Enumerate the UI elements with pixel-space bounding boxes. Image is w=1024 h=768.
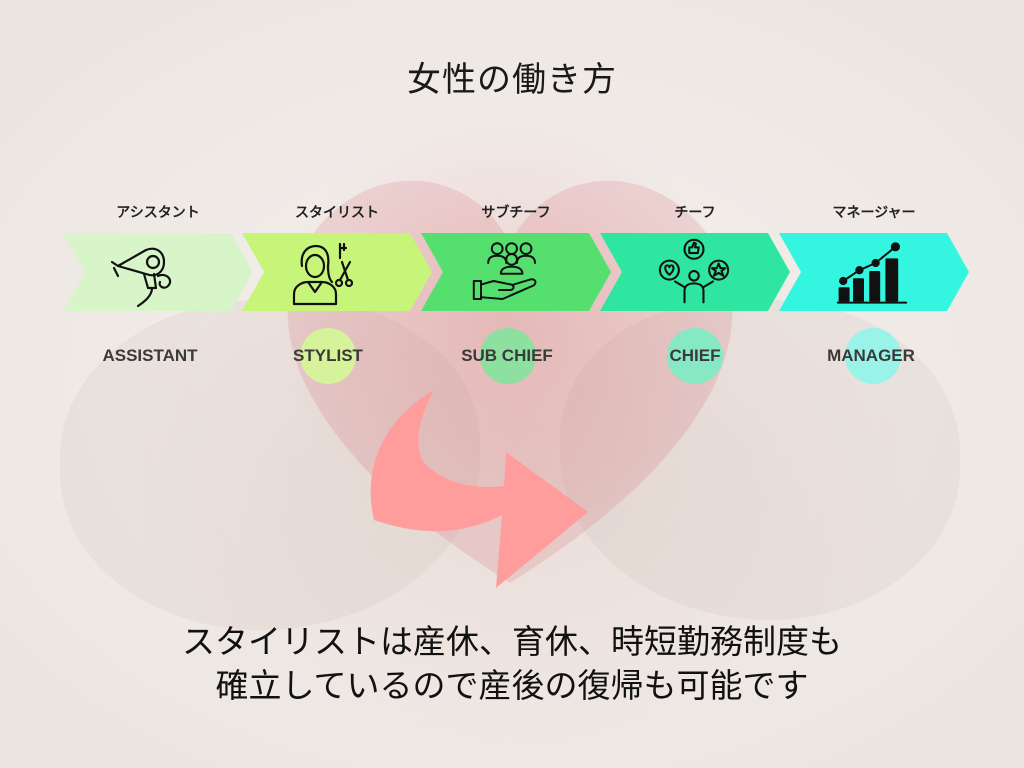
step-label-jp: アシスタント — [116, 205, 200, 221]
feedback-person-icon — [658, 238, 730, 304]
step-label-en: ASSISTANT — [102, 346, 198, 365]
page-title: 女性の働き方 — [407, 60, 617, 100]
step-chevron — [63, 233, 253, 311]
team-hand-icon — [472, 242, 537, 300]
step-label-en: CHIEF — [669, 346, 721, 365]
step-label-jp: チーフ — [674, 205, 716, 221]
step-chevron — [421, 233, 611, 311]
step-dot — [300, 328, 356, 384]
description-line-1: スタイリストは産休、育休、時短勤務制度も — [182, 622, 842, 661]
step-label-en: SUB CHIEF — [461, 346, 553, 365]
step-label-en: MANAGER — [827, 346, 915, 365]
chevron-shape — [63, 233, 253, 311]
step-dot — [845, 328, 901, 384]
description-line-2: 確立しているので産後の復帰も可能です — [215, 666, 809, 705]
curved-arrow-icon — [370, 390, 588, 588]
step-dot — [480, 328, 536, 384]
step-chevron — [242, 233, 432, 311]
hair-dryer-icon — [110, 247, 172, 308]
description-text: スタイリストは産休、育休、時短勤務制度も 確立しているので産後の復帰も可能です — [0, 620, 1024, 708]
growth-chart-icon — [836, 242, 908, 304]
stylist-scissors-icon — [292, 242, 354, 306]
step-label-jp: サブチーフ — [481, 205, 551, 221]
step-dot — [667, 328, 723, 384]
step-label-jp: スタイリスト — [295, 205, 379, 221]
step-label-jp: マネージャー — [832, 205, 916, 221]
step-label-en: STYLIST — [293, 346, 363, 365]
